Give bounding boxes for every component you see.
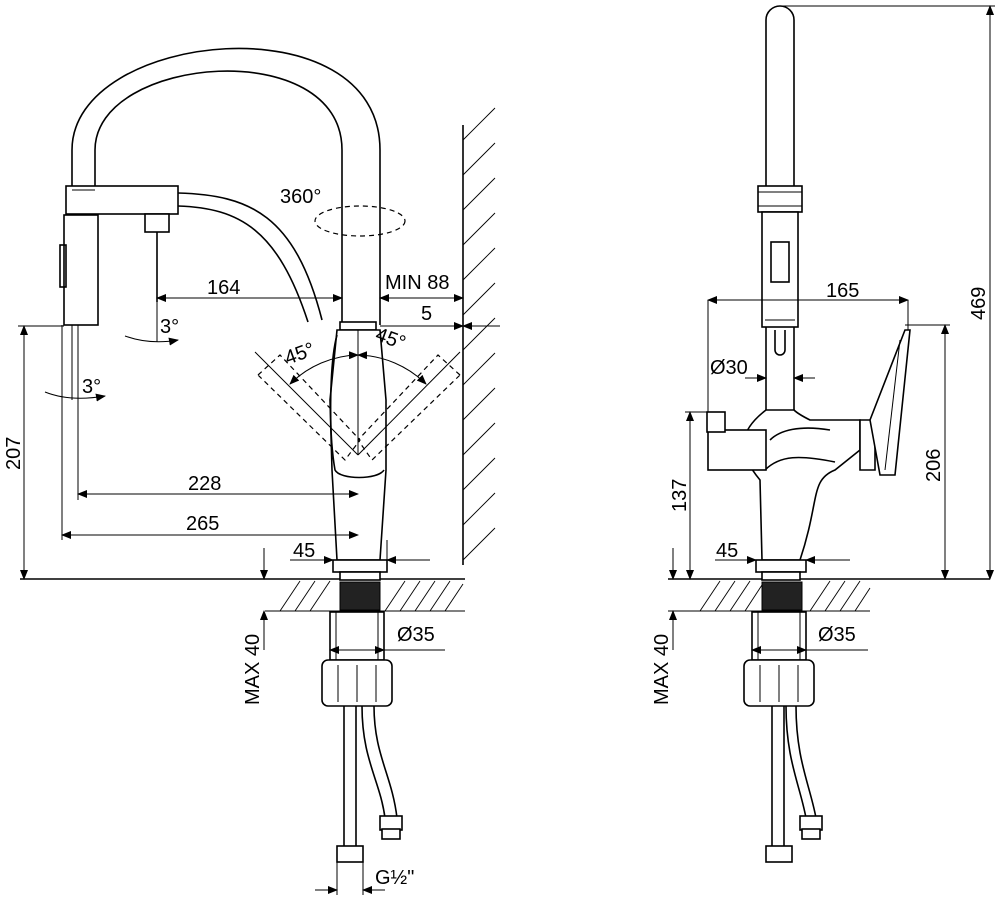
reach-265-label: 265	[186, 513, 219, 535]
dimensions-right	[669, 5, 995, 654]
wall	[462, 107, 496, 565]
width-165-label: 165	[826, 280, 859, 302]
countertop-right	[668, 578, 990, 612]
dia-35-left-label: Ø35	[397, 624, 435, 646]
tilt-3-left-label: 3°	[82, 376, 101, 398]
height-469-label: 469	[968, 287, 990, 320]
countertop-left	[20, 578, 465, 612]
spout-arc	[71, 47, 381, 325]
dia-30-label: Ø30	[710, 357, 748, 379]
reach-228-label: 228	[188, 473, 221, 495]
tilt-3-top-label: 3°	[160, 316, 179, 338]
height-207-label: 207	[3, 437, 25, 470]
angle-left-label: 45°	[282, 339, 318, 370]
faucet-body-front	[706, 329, 911, 581]
spout-tube-front	[757, 5, 803, 410]
front-view: 165 Ø30 469 206 137 45 Ø35 MAX 40	[651, 5, 995, 863]
rotation-label: 360°	[280, 186, 321, 208]
min-wall-label: MIN 88	[385, 272, 449, 294]
base-45-right-label: 45	[716, 540, 738, 562]
mounting-shank-left	[321, 581, 393, 707]
spray-head	[59, 185, 323, 326]
wall-5-label: 5	[421, 303, 432, 325]
dia-35-right-label: Ø35	[818, 624, 856, 646]
height-206-label: 206	[923, 449, 945, 482]
thread-label: G½"	[375, 867, 414, 889]
supply-hoses-right	[765, 705, 823, 863]
max-40-right-label: MAX 40	[651, 634, 673, 705]
rotation-ellipse	[314, 205, 406, 237]
side-view: 360° MIN 88 164 5 3° 3° 45° 45° 207 228 …	[3, 47, 500, 895]
dimensions-left	[18, 294, 500, 895]
height-137-label: 137	[669, 479, 691, 512]
max-40-left-label: MAX 40	[242, 634, 264, 705]
mounting-shank-right	[743, 581, 815, 707]
handle-positions	[254, 330, 461, 461]
base-45-left-label: 45	[293, 540, 315, 562]
supply-hoses-left	[336, 705, 403, 863]
reach-164-label: 164	[207, 277, 240, 299]
